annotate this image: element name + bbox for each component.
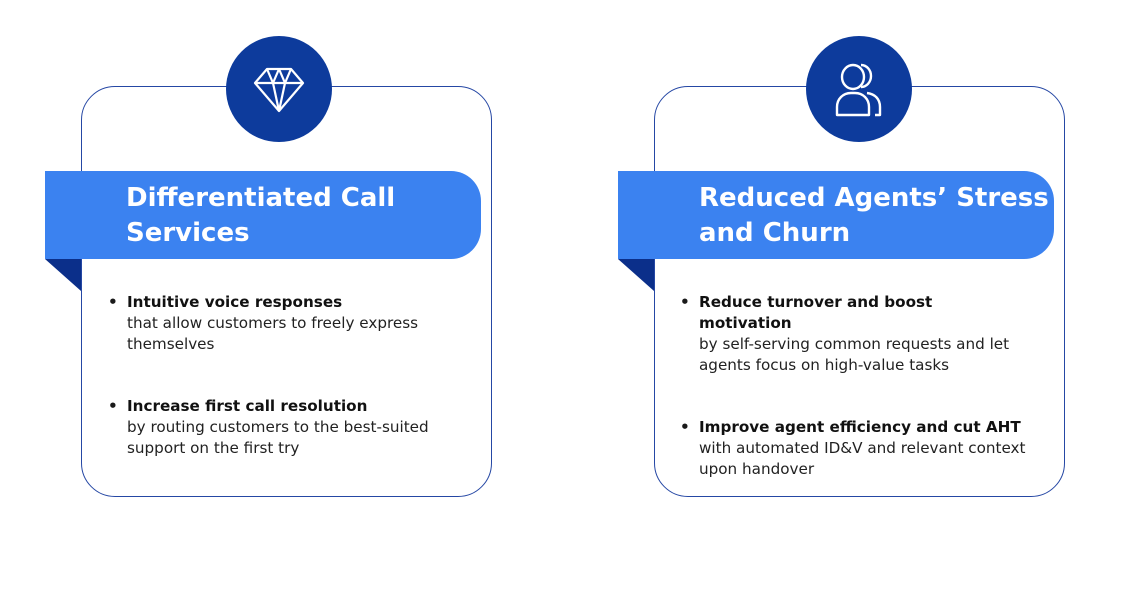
- point-description: by routing customers to the best-suited …: [127, 418, 429, 457]
- users-icon-badge: [806, 36, 912, 142]
- bullet-icon: •: [680, 418, 690, 436]
- card-title: Differentiated Call Services: [126, 183, 396, 248]
- list-item: • Reduce turnover and boost motivation b…: [680, 292, 1030, 376]
- benefit-card-reduced-stress: [654, 86, 1065, 497]
- diamond-icon: [253, 67, 305, 113]
- list-item: • Intuitive voice responses that allow c…: [108, 292, 458, 355]
- bullet-icon: •: [108, 293, 118, 311]
- benefit-list: • Intuitive voice responses that allow c…: [108, 292, 458, 500]
- bullet-icon: •: [108, 397, 118, 415]
- point-title: Increase first call resolution: [127, 397, 368, 415]
- point-title: Reduce turnover and boost motivation: [699, 293, 933, 332]
- bullet-icon: •: [680, 293, 690, 311]
- point-description: that allow customers to freely express t…: [127, 314, 419, 353]
- point-title: Intuitive voice responses: [127, 293, 343, 311]
- card-title: Reduced Agents’ Stress and Churn: [699, 183, 1049, 248]
- banner-fold: [618, 259, 654, 291]
- diamond-icon-badge: [226, 36, 332, 142]
- card-title-banner: Differentiated Call Services: [45, 171, 481, 259]
- benefit-card-differentiated-services: [81, 86, 492, 497]
- list-item: • Improve agent efficiency and cut AHT w…: [680, 417, 1030, 480]
- card-title-banner: Reduced Agents’ Stress and Churn: [618, 171, 1054, 259]
- point-description: by self-serving common requests and let …: [699, 335, 1010, 374]
- benefit-list: • Reduce turnover and boost motivation b…: [680, 292, 1030, 521]
- list-item: • Increase first call resolution by rout…: [108, 396, 458, 459]
- point-description: with automated ID&V and relevant context…: [699, 439, 1026, 478]
- users-icon: [835, 63, 882, 117]
- point-title: Improve agent efficiency and cut AHT: [699, 418, 1021, 436]
- banner-fold: [45, 259, 81, 291]
